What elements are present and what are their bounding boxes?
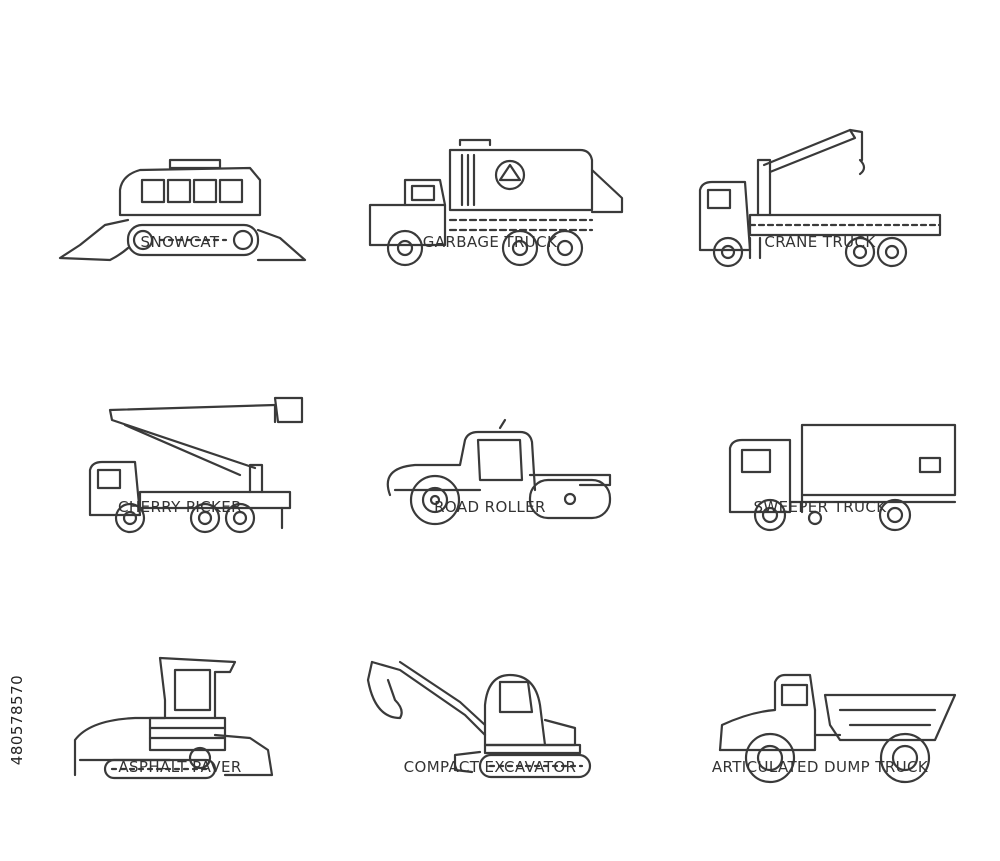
vehicle-card-articulated-dump-truck: ARTICULATED DUMP TRUCK bbox=[670, 580, 970, 840]
vehicle-card-snowcat: SNOWCAT bbox=[30, 60, 330, 320]
vehicle-label: COMPACT EXCAVATOR bbox=[403, 758, 577, 776]
vehicle-card-crane-truck: CRANE TRUCK bbox=[670, 60, 970, 320]
crane-truck-icon bbox=[698, 128, 942, 268]
vehicle-label: SWEEPER TRUCK bbox=[753, 498, 887, 516]
vehicle-card-compact-excavator: COMPACT EXCAVATOR bbox=[340, 580, 640, 840]
vehicle-card-sweeper-truck: SWEEPER TRUCK bbox=[670, 320, 970, 580]
vehicle-card-road-roller: ROAD ROLLER bbox=[340, 320, 640, 580]
snowcat-icon bbox=[58, 158, 307, 262]
vehicle-card-garbage-truck: GARBAGE TRUCK bbox=[340, 60, 640, 320]
garbage-truck-icon bbox=[368, 138, 624, 267]
asphalt-paver-icon bbox=[73, 656, 274, 780]
vehicle-label: ARTICULATED DUMP TRUCK bbox=[711, 758, 929, 776]
compact-excavator-icon bbox=[366, 660, 592, 779]
vehicle-label: SNOWCAT bbox=[140, 233, 220, 251]
articulated-dump-truck-icon bbox=[718, 673, 957, 784]
vehicle-card-cherry-picker: CHERRY PICKER bbox=[30, 320, 330, 580]
vehicle-label: CRANE TRUCK bbox=[764, 233, 876, 251]
stock-id-watermark: 480578570 bbox=[6, 620, 28, 820]
vehicle-label: CHERRY PICKER bbox=[118, 498, 242, 516]
vehicle-label: GARBAGE TRUCK bbox=[422, 233, 558, 251]
vehicle-card-asphalt-paver: ASPHALT PAVER bbox=[30, 580, 330, 840]
vehicle-label: ASPHALT PAVER bbox=[118, 758, 242, 776]
road-roller-icon bbox=[386, 418, 612, 526]
sweeper-truck-icon bbox=[728, 423, 957, 532]
cherry-picker-icon bbox=[88, 396, 304, 534]
stock-id-text: 480578570 bbox=[8, 674, 26, 766]
vehicle-label: ROAD ROLLER bbox=[434, 498, 546, 516]
